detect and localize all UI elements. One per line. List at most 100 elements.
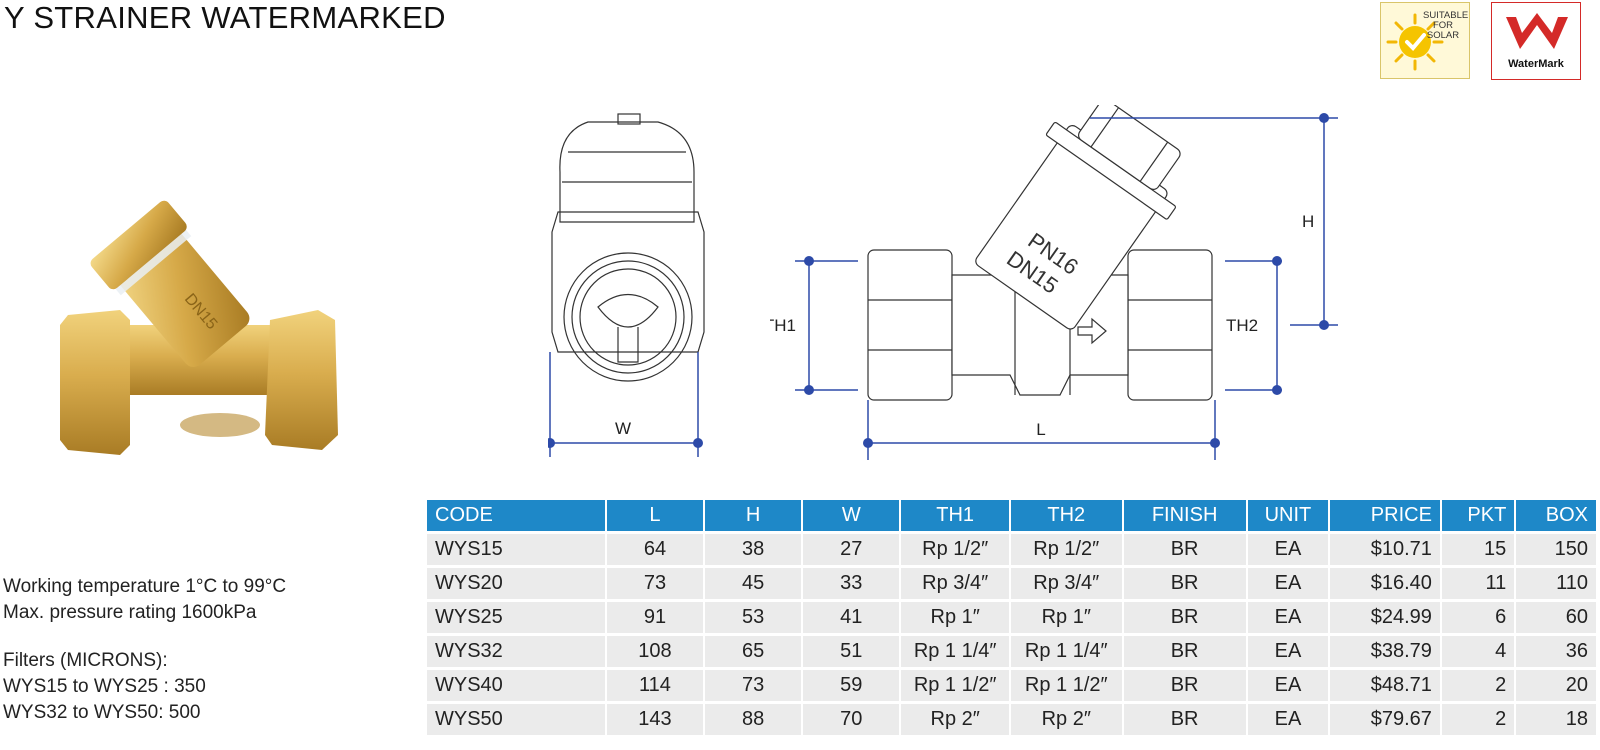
cell-finish: BR bbox=[1123, 670, 1246, 701]
th2-dimension-label: TH2 bbox=[1226, 316, 1258, 335]
cell-h: 38 bbox=[705, 534, 802, 565]
cell-th2: Rp 1 1/2″ bbox=[1010, 670, 1122, 701]
cell-code: WYS15 bbox=[427, 534, 605, 565]
watermark-badge: WaterMark bbox=[1491, 2, 1581, 80]
column-header-unit: UNIT bbox=[1247, 500, 1329, 531]
filters-heading: Filters (MICRONS): bbox=[3, 650, 168, 671]
cell-box: 60 bbox=[1516, 602, 1596, 633]
cell-pkt: 15 bbox=[1441, 534, 1515, 565]
column-header-pkt: PKT bbox=[1441, 500, 1515, 531]
cell-code: WYS25 bbox=[427, 602, 605, 633]
cell-code: WYS40 bbox=[427, 670, 605, 701]
cell-th1: Rp 1 1/4″ bbox=[901, 636, 1009, 667]
column-header-price: PRICE bbox=[1330, 500, 1440, 531]
cell-box: 36 bbox=[1516, 636, 1596, 667]
cell-pkt: 4 bbox=[1441, 636, 1515, 667]
cell-pkt: 2 bbox=[1441, 704, 1515, 735]
cell-finish: BR bbox=[1123, 602, 1246, 633]
cell-pkt: 2 bbox=[1441, 670, 1515, 701]
cell-w: 70 bbox=[803, 704, 900, 735]
cell-th2: Rp 1/2″ bbox=[1010, 534, 1122, 565]
cell-unit: EA bbox=[1247, 670, 1329, 701]
cell-box: 20 bbox=[1516, 670, 1596, 701]
cell-pkt: 11 bbox=[1441, 568, 1515, 599]
cell-unit: EA bbox=[1247, 704, 1329, 735]
cell-l: 64 bbox=[606, 534, 704, 565]
cell-code: WYS32 bbox=[427, 636, 605, 667]
column-header-code: CODE bbox=[427, 500, 605, 531]
cell-price: $48.71 bbox=[1330, 670, 1440, 701]
column-header-th1: TH1 bbox=[901, 500, 1009, 531]
cell-finish: BR bbox=[1123, 704, 1246, 735]
filters-range-2: WYS32 to WYS50: 500 bbox=[3, 702, 201, 723]
cell-th1: Rp 3/4″ bbox=[901, 568, 1009, 599]
cell-l: 73 bbox=[606, 568, 704, 599]
cell-unit: EA bbox=[1247, 568, 1329, 599]
watermark-logo-icon bbox=[1506, 13, 1568, 49]
cell-l: 114 bbox=[606, 670, 704, 701]
cell-l: 143 bbox=[606, 704, 704, 735]
cell-h: 53 bbox=[705, 602, 802, 633]
cell-finish: BR bbox=[1123, 534, 1246, 565]
cell-code: WYS50 bbox=[427, 704, 605, 735]
cell-th2: Rp 2″ bbox=[1010, 704, 1122, 735]
cell-price: $38.79 bbox=[1330, 636, 1440, 667]
working-temperature-text: Working temperature 1°C to 99°C bbox=[3, 576, 287, 597]
cell-w: 59 bbox=[803, 670, 900, 701]
cell-finish: BR bbox=[1123, 636, 1246, 667]
column-header-box: BOX bbox=[1516, 500, 1596, 531]
cell-price: $79.67 bbox=[1330, 704, 1440, 735]
cell-h: 65 bbox=[705, 636, 802, 667]
cell-th1: Rp 1 1/2″ bbox=[901, 670, 1009, 701]
cell-w: 51 bbox=[803, 636, 900, 667]
cell-price: $16.40 bbox=[1330, 568, 1440, 599]
filters-range-1: WYS15 to WYS25 : 350 bbox=[3, 676, 206, 697]
cell-th1: Rp 1/2″ bbox=[901, 534, 1009, 565]
watermark-badge-label: WaterMark bbox=[1508, 58, 1564, 70]
cell-th1: Rp 2″ bbox=[901, 704, 1009, 735]
front-view-diagram: W bbox=[548, 113, 705, 457]
solar-badge: SUITABLE FOR SOLAR bbox=[1380, 2, 1470, 79]
cell-th2: Rp 3/4″ bbox=[1010, 568, 1122, 599]
product-photo: DN15 bbox=[60, 200, 338, 455]
cell-code: WYS20 bbox=[427, 568, 605, 599]
width-dimension-label: W bbox=[615, 419, 631, 438]
cell-w: 41 bbox=[803, 602, 900, 633]
max-pressure-text: Max. pressure rating 1600kPa bbox=[3, 602, 257, 623]
spec-notes: Working temperature 1°C to 99°C Max. pre… bbox=[3, 574, 286, 726]
side-view-diagram: PN16 DN15 L TH1 TH2 H bbox=[770, 105, 1338, 460]
cell-unit: EA bbox=[1247, 602, 1329, 633]
cell-l: 108 bbox=[606, 636, 704, 667]
column-header-th2: TH2 bbox=[1010, 500, 1122, 531]
cell-w: 27 bbox=[803, 534, 900, 565]
column-header-finish: FINISH bbox=[1123, 500, 1246, 531]
cell-finish: BR bbox=[1123, 568, 1246, 599]
length-dimension-label: L bbox=[1036, 420, 1045, 439]
cell-price: $10.71 bbox=[1330, 534, 1440, 565]
cell-unit: EA bbox=[1247, 636, 1329, 667]
column-header-l: L bbox=[606, 500, 704, 531]
cell-h: 88 bbox=[705, 704, 802, 735]
cell-box: 18 bbox=[1516, 704, 1596, 735]
cell-th2: Rp 1 1/4″ bbox=[1010, 636, 1122, 667]
cell-unit: EA bbox=[1247, 534, 1329, 565]
column-header-w: W bbox=[803, 500, 900, 531]
solar-badge-label: SUITABLE FOR SOLAR bbox=[1423, 10, 1469, 41]
cell-box: 110 bbox=[1516, 568, 1596, 599]
cell-box: 150 bbox=[1516, 534, 1596, 565]
cell-pkt: 6 bbox=[1441, 602, 1515, 633]
height-dimension-label: H bbox=[1302, 212, 1314, 231]
column-header-h: H bbox=[705, 500, 802, 531]
cell-price: $24.99 bbox=[1330, 602, 1440, 633]
th1-dimension-label: TH1 bbox=[770, 316, 796, 335]
sun-check-icon bbox=[1386, 13, 1444, 71]
cell-w: 33 bbox=[803, 568, 900, 599]
